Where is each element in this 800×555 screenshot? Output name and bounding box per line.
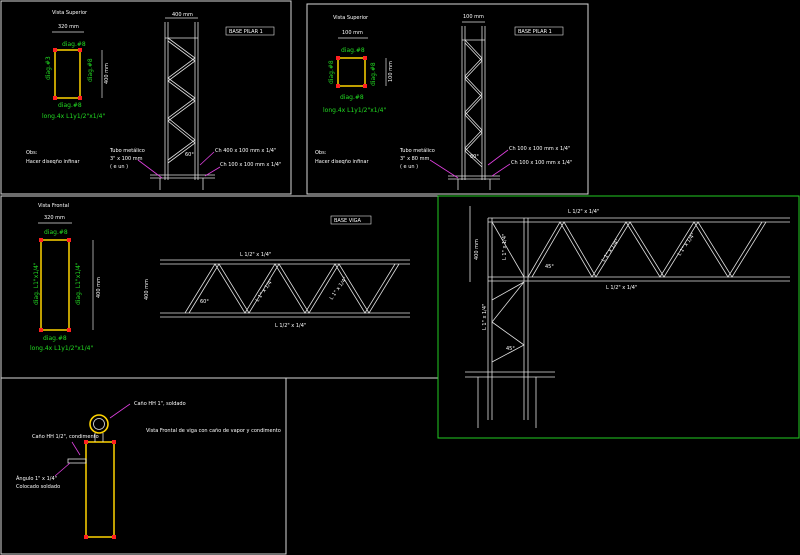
panel3-side-right: diag. L1"x1/4" — [75, 262, 82, 305]
panel3-long-label: long.4x L1y1/2"x1/4" — [30, 345, 93, 352]
panel-frame-4 — [437, 195, 800, 439]
pipe-section-icon — [89, 414, 109, 434]
panel1-note-1: Obs: — [26, 150, 38, 156]
panel1-long-label: long.4x L1y1/2"x1/4" — [42, 113, 105, 120]
panel2-top-view: Vista Superior 100 mm diag.#8 diag.#8 di… — [315, 15, 394, 165]
panel2-diag-top: diag.#8 — [341, 47, 365, 54]
panel3-depth-dim: 400 mm — [144, 279, 150, 300]
panel4-vert-dim: 400 mm — [474, 239, 480, 260]
panel1-tube-1: Tubo metálico — [109, 147, 145, 154]
panel1-angle: 60° — [185, 152, 194, 158]
panel5-pipe-left: Caño HH 1/2", condimento — [32, 434, 99, 440]
panel3-front-view: Vista Frontal 320 mm diag.#8 diag.#8 dia… — [30, 203, 102, 352]
panel1-height-dim: 400 mm — [104, 63, 110, 84]
panel3-angle: 60° — [200, 299, 209, 305]
panel1-diag-bottom: diag.#8 — [58, 102, 82, 109]
panel2-plate-2: Ch 100 x 100 mm x 1/4" — [511, 160, 572, 166]
panel4-col-label: L 1" x 1/4" — [482, 304, 488, 330]
panel-frame-1 — [0, 0, 292, 195]
panel3-diag-bottom: diag.#8 — [43, 335, 67, 342]
panel2-plate-1: Ch 100 x 100 mm x 1/4" — [509, 146, 570, 152]
panel5-angle-2: Colocado soldado — [16, 484, 60, 490]
panel3-diag-1: L 1" x 1/4" — [255, 278, 275, 303]
panel3-tag: BASE VIGA — [334, 218, 362, 224]
panel1-diag-top: diag.#8 — [62, 41, 86, 48]
panel1-top-view-title: Vista Superior — [52, 10, 88, 16]
panel4-bottom-chord: L 1/2" x 1/4" — [606, 285, 637, 291]
panel2-long-label: long.4x L1y1/2"x1/4" — [323, 107, 386, 114]
panel2-tube-1: Tubo metálico — [399, 147, 435, 154]
panel1-tag-box — [225, 26, 275, 36]
panel2-side-right: diag.#8 — [370, 62, 377, 86]
panel1-elevation — [150, 17, 215, 190]
panel4-vert-label: L 1" x 1/4" — [502, 234, 508, 260]
panel1-tag: BASE PILAR 1 — [229, 29, 263, 35]
panel2-width-dim: 100 mm — [342, 30, 363, 36]
panel1-tube-2: 3" x 100 mm — [110, 156, 143, 162]
panel2-tube-2: 3" x 80 mm — [400, 156, 429, 162]
panel2-tag: BASE PILAR 1 — [518, 29, 552, 35]
panel2-side-left: diag.#8 — [328, 60, 335, 84]
panel1-elev-top-dim: 400 mm — [172, 12, 193, 18]
panel1-tube-3: ( e un ) — [110, 164, 128, 170]
panel1-note-2: Hacer diseqño infinar — [26, 159, 80, 165]
panel1-plate-1: Ch 400 x 100 mm x 1/4" — [215, 148, 276, 154]
panel2-note-2: Hacer diseqño infinar — [315, 159, 369, 165]
panel4-angle-1: 45° — [545, 264, 554, 270]
panel3-width-dim: 320 mm — [44, 215, 65, 221]
panel1-plate-2: Ch 100 x 100 mm x 1/4" — [220, 162, 281, 168]
panel1-side-left: diag.#3 — [45, 56, 52, 80]
panel1-width-dim: 320 mm — [58, 24, 79, 30]
panel5-pipe-top: Caño HH 1", soldado — [134, 401, 186, 407]
panel1-side-right: diag.#8 — [87, 58, 94, 82]
leader-arrow-icon — [137, 159, 163, 179]
panel3-side-left: diag. L1"x1/4" — [33, 262, 40, 305]
panel3-top-chord: L 1/2" x 1/4" — [240, 252, 271, 258]
panel3-truss — [160, 259, 410, 318]
panel2-elevation — [448, 21, 500, 190]
panel3-front-view-title: Vista Frontal — [38, 203, 69, 209]
panel2-angle: 60° — [470, 154, 479, 160]
panel2-height-dim: 100 mm — [388, 61, 394, 82]
panel5-angle-1: Ángulo 1" x 1/4" — [16, 475, 57, 482]
panel2-note-1: Obs: — [315, 150, 327, 156]
angle-section-icon — [54, 49, 81, 99]
panel4-joint — [465, 206, 790, 428]
panel4-top-chord: L 1/2" x 1/4" — [568, 209, 599, 215]
panel3-diag-top: diag.#8 — [44, 229, 68, 236]
panel1-top-view: Vista Superior 320 mm diag.#8 diag.#8 di… — [26, 10, 110, 165]
panel4-diag-1: L 1" x 1/4" — [601, 238, 621, 263]
panel-frame-5 — [0, 377, 287, 555]
panel4-angle-2: 45° — [506, 346, 515, 352]
panel2-tube-3: ( e un ) — [400, 164, 418, 170]
panel2-elev-top-dim: 100 mm — [463, 14, 484, 20]
panel2-top-view-title: Vista Superior — [333, 15, 369, 21]
panel5-caption: Vista Frontal de viga con caño de vapor … — [146, 428, 281, 434]
panel3-bottom-chord: L 1/2" x 1/4" — [275, 323, 306, 329]
panel5-pipe-detail — [54, 403, 131, 539]
panel2-diag-bottom: diag.#8 — [340, 94, 364, 101]
panel-frame-2 — [306, 3, 589, 195]
panel3-height-dim: 400 mm — [96, 277, 102, 298]
panel3-diag-2: L 1" x 1/4" — [329, 276, 349, 301]
